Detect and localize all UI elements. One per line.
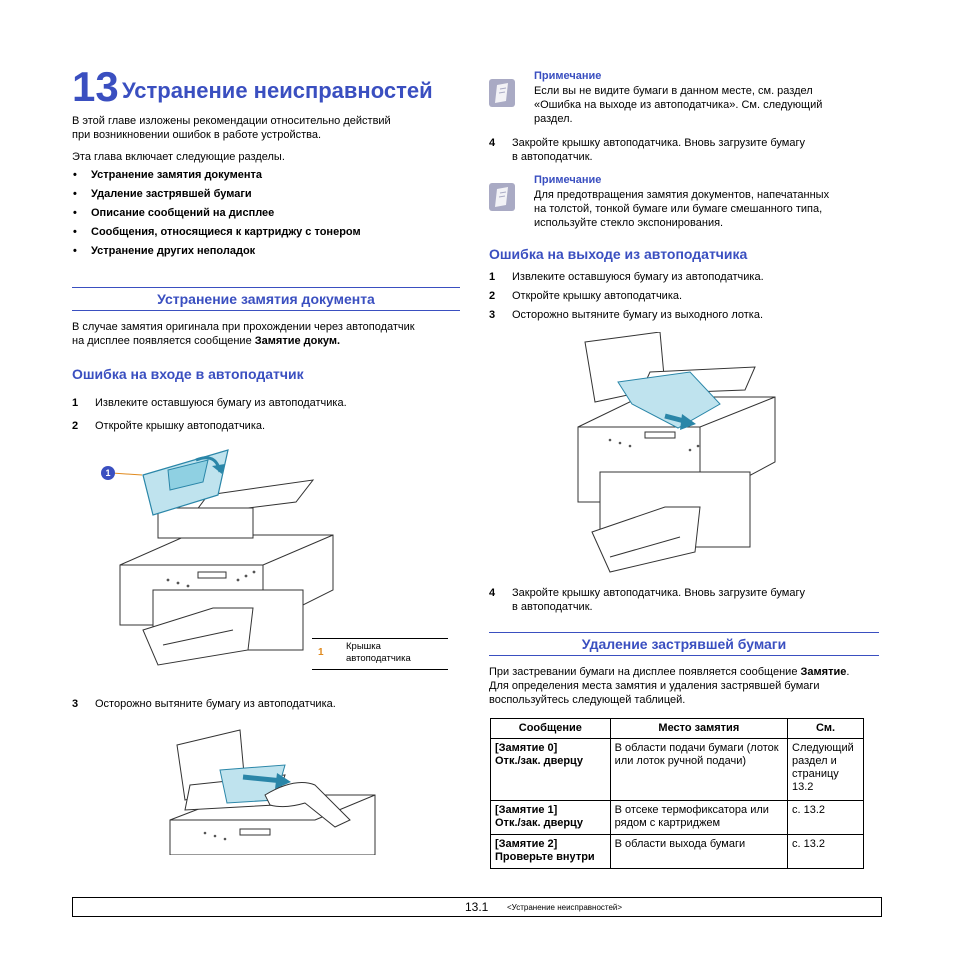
column-header: См. bbox=[787, 718, 864, 739]
location-cell: В области выхода бумаги bbox=[609, 834, 789, 869]
step-number: 4 bbox=[489, 587, 496, 599]
step-text: Закройте крышку автоподатчика. Вновь заг… bbox=[512, 137, 806, 163]
step-number: 3 bbox=[72, 698, 79, 710]
note-icon bbox=[489, 183, 515, 211]
reference-cell: с. 13.2 bbox=[787, 800, 864, 835]
note-heading: Примечание bbox=[534, 70, 602, 82]
step-number: 4 bbox=[489, 137, 496, 149]
step-number: 3 bbox=[489, 309, 496, 321]
note-heading: Примечание bbox=[534, 174, 602, 186]
note-text: Для предотвращения замятия документов, н… bbox=[534, 189, 830, 229]
legend-label: Крышка автоподатчика bbox=[346, 641, 411, 664]
subsection-title-input-error: Ошибка на входе в автоподатчик bbox=[72, 366, 304, 382]
output-tray-illustration bbox=[577, 332, 776, 573]
column-header: Место замятия bbox=[609, 718, 789, 739]
step-text: Осторожно вытяните бумагу из автоподатчи… bbox=[95, 698, 336, 710]
step-text: Извлеките оставшуюся бумагу из автоподат… bbox=[95, 397, 347, 409]
section-list-item: Устранение других неполадок bbox=[73, 245, 255, 257]
intro-paragraph: В этой главе изложены рекомендации относ… bbox=[72, 115, 391, 141]
page-number: 13.1 bbox=[465, 900, 489, 914]
section-list-item: Устранение замятия документа bbox=[73, 169, 262, 181]
note-icon bbox=[489, 79, 515, 107]
step-number: 1 bbox=[489, 271, 496, 283]
document-jam-paragraph: В случае замятия оригинала при прохожден… bbox=[72, 321, 415, 347]
column-header: Сообщение bbox=[490, 718, 611, 739]
section-header-document-jam: Устранение замятия документа bbox=[72, 287, 460, 311]
page-footer: 13.1 <Устранение неисправностей> bbox=[72, 897, 882, 917]
table-header-row: Сообщение Место замятия См. bbox=[490, 718, 864, 739]
table-row: [Замятие 0]Отк./зак. дверцу В области по… bbox=[490, 738, 864, 801]
step-text: Откройте крышку автоподатчика. bbox=[512, 290, 683, 302]
chapter-number: 13 bbox=[72, 63, 119, 110]
step-text: Откройте крышку автоподатчика. bbox=[95, 420, 266, 432]
section-header-paper-jam: Удаление застрявшей бумаги bbox=[489, 632, 879, 656]
step-text: Осторожно вытяните бумагу из выходного л… bbox=[512, 309, 764, 321]
printer-open-cover-illustration bbox=[111, 449, 334, 666]
jam-messages-table: Сообщение Место замятия См. [Замятие 0]О… bbox=[490, 718, 864, 869]
subsection-title-output-error: Ошибка на выходе из автоподатчика bbox=[489, 246, 748, 262]
location-cell: В области подачи бумаги (лоток или лоток… bbox=[609, 738, 789, 801]
legend-number: 1 bbox=[318, 647, 324, 658]
message-cell: [Замятие 2]Проверьте внутри bbox=[490, 834, 611, 869]
step-number: 1 bbox=[72, 397, 79, 409]
note-text: Если вы не видите бумаги в данном месте,… bbox=[534, 85, 823, 125]
reference-cell: с. 13.2 bbox=[787, 834, 864, 869]
table-row: [Замятие 1]Отк./зак. дверцу В отсеке тер… bbox=[490, 800, 864, 835]
section-list-item: Удаление застрявшей бумаги bbox=[73, 188, 252, 200]
section-list-item: Сообщения, относящиеся к картриджу с тон… bbox=[73, 226, 361, 238]
pull-paper-illustration bbox=[169, 729, 376, 855]
footer-chapter: <Устранение неисправностей> bbox=[507, 903, 623, 912]
section-list-item: Описание сообщений на дисплее bbox=[73, 207, 274, 219]
intro-sections-lead: Эта глава включает следующие разделы. bbox=[72, 151, 285, 163]
chapter-title: Устранение неисправностей bbox=[122, 78, 433, 103]
step-number: 2 bbox=[489, 290, 496, 302]
message-cell: [Замятие 0]Отк./зак. дверцу bbox=[490, 738, 611, 801]
paper-jam-paragraph: При застревании бумаги на дисплее появля… bbox=[489, 666, 850, 706]
step-text: Закройте крышку автоподатчика. Вновь заг… bbox=[512, 587, 806, 613]
step-text: Извлеките оставшуюся бумагу из автоподат… bbox=[512, 271, 764, 283]
figure-legend: 1 Крышка автоподатчика bbox=[312, 638, 448, 670]
callout-marker: 1 bbox=[101, 466, 115, 480]
reference-cell: Следующий раздел и страницу 13.2 bbox=[787, 738, 864, 801]
table-row: [Замятие 2]Проверьте внутри В области вы… bbox=[490, 834, 864, 869]
step-number: 2 bbox=[72, 420, 79, 432]
location-cell: В отсеке термофиксатора или рядом с карт… bbox=[609, 800, 789, 835]
message-cell: [Замятие 1]Отк./зак. дверцу bbox=[490, 800, 611, 835]
